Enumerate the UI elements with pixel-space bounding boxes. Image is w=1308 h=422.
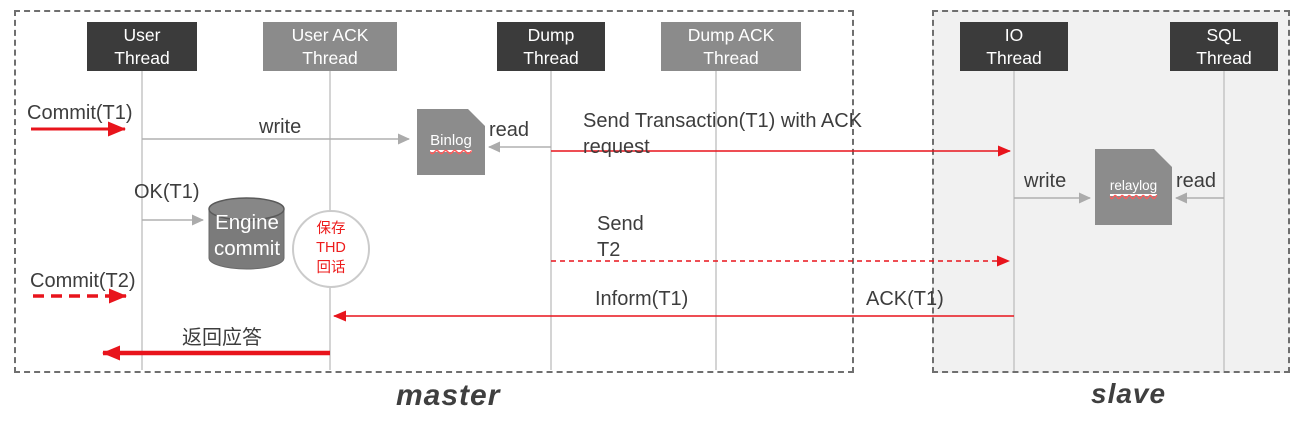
dump-ack-thread-box: Dump ACK Thread	[661, 22, 801, 71]
commit-t1-label: Commit(T1)	[27, 102, 133, 124]
write-binlog-label: write	[259, 116, 302, 138]
send-transaction-label: Send Transaction(T1) with ACK request	[583, 110, 863, 158]
write-relaylog-label: write	[1024, 170, 1067, 192]
relaylog-file-icon: relaylog	[1095, 149, 1172, 225]
user-ack-thread-box: User ACK Thread	[263, 22, 397, 71]
read-binlog-label: read	[489, 119, 530, 141]
save-thd-session-note: 保存 THD 回话	[292, 210, 370, 288]
send-t2-label: Send T2	[597, 213, 644, 261]
binlog-file-icon: Binlog	[417, 109, 485, 175]
inform-t1-label: Inform(T1)	[595, 288, 689, 310]
io-thread-box: IO Thread	[960, 22, 1068, 71]
engine-commit-label: Engine commit	[213, 211, 281, 260]
relaylog-label: relaylog	[1110, 178, 1157, 196]
user-thread-box: User Thread	[87, 22, 197, 71]
ack-t1-label: ACK(T1)	[866, 288, 944, 310]
read-relaylog-label: read	[1176, 170, 1217, 192]
slave-caption: slave	[1091, 378, 1167, 409]
dump-thread-box: Dump Thread	[497, 22, 605, 71]
master-caption: master	[396, 379, 501, 412]
sql-thread-box: SQL Thread	[1170, 22, 1278, 71]
ok-t1-label: OK(T1)	[134, 181, 200, 203]
reply-label: 返回应答	[182, 327, 262, 349]
commit-t2-label: Commit(T2)	[30, 270, 136, 292]
binlog-label: Binlog	[430, 132, 472, 152]
engine-commit-cylinder-icon	[208, 197, 285, 270]
